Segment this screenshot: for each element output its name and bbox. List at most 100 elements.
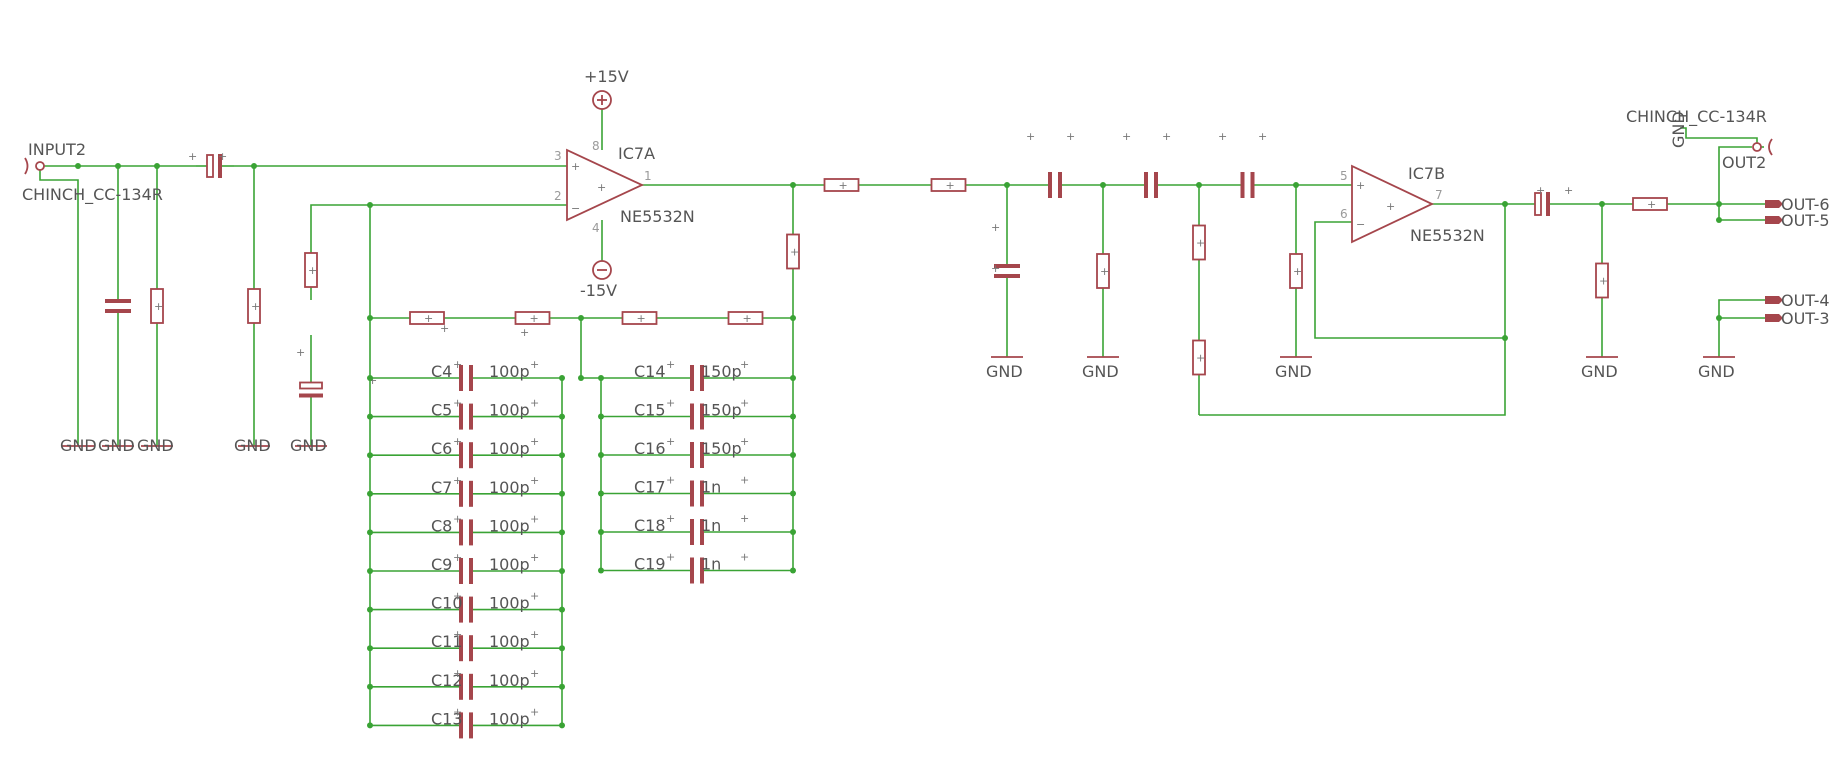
wire xyxy=(1718,299,1765,357)
gnd-label: GND xyxy=(290,436,327,455)
polarity-mark: + xyxy=(368,374,377,387)
polarity-mark: + xyxy=(453,358,462,371)
r15-resistor xyxy=(1595,262,1609,299)
cap-bank-left-name: C9 xyxy=(431,555,452,574)
ic7b-inv-mark: − xyxy=(1356,218,1365,231)
junction-dot xyxy=(559,568,565,574)
cap-bank-right-value: 150p xyxy=(701,362,742,381)
junction-dot xyxy=(1100,182,1106,188)
junction-dot xyxy=(367,645,373,652)
polarity-mark: + xyxy=(1258,130,1267,143)
polarity-mark: + xyxy=(1647,198,1656,211)
junction-dot xyxy=(790,315,796,321)
c1-plate xyxy=(105,299,131,303)
junction-dot xyxy=(367,683,373,690)
junction-dot xyxy=(559,452,565,459)
out-port-connector xyxy=(1765,296,1783,304)
polarity-mark: + xyxy=(666,551,675,564)
ic7a-pin2: 2 xyxy=(554,189,562,203)
r2-resistor xyxy=(247,288,261,324)
out-port-label: OUT-3 xyxy=(1781,309,1830,328)
polarity-mark: + xyxy=(1293,265,1302,278)
cap-bank-left-value: 100p xyxy=(489,362,530,381)
cap-bank-right-5-plate xyxy=(690,557,694,584)
cap-bank-left-2-plate xyxy=(459,442,463,469)
gnd-label: GND xyxy=(986,362,1023,381)
wire xyxy=(39,170,79,446)
junction-dot xyxy=(1196,182,1202,188)
junction-dot xyxy=(1716,201,1722,207)
junction-dot xyxy=(790,567,796,574)
output-jack-icon xyxy=(1768,138,1773,156)
polarity-mark: + xyxy=(991,221,1000,234)
ic7a-value: NE5532N xyxy=(620,207,695,226)
r11-resistor xyxy=(1096,253,1110,289)
cap-bank-left-4-plate xyxy=(459,519,463,546)
polarity-mark: + xyxy=(1536,184,1545,197)
junction-dot xyxy=(578,315,584,321)
cap-bank-right-name: C18 xyxy=(634,516,666,535)
out-port-connector xyxy=(1765,216,1783,224)
polarity-mark: + xyxy=(530,312,539,325)
cap-bank-left-0-plate xyxy=(469,365,473,391)
junctions xyxy=(75,163,1722,729)
r14-resistor xyxy=(1289,253,1303,289)
output-connector-value: CHINCH_CC-134R xyxy=(1626,107,1767,127)
cap-bank-left-3-plate xyxy=(469,480,473,507)
polarity-mark: + xyxy=(1026,130,1035,143)
junction-dot xyxy=(790,452,796,458)
polarity-mark: + xyxy=(453,474,462,487)
polarity-mark: + xyxy=(1196,237,1205,250)
ic7a-noninv-mark: + xyxy=(571,160,580,173)
junction-dot xyxy=(1599,201,1605,207)
polarity-mark: + xyxy=(740,512,749,525)
junction-dot xyxy=(559,722,565,729)
junction-dot xyxy=(598,413,604,420)
cap-bank-right-4-plate xyxy=(700,519,704,545)
polarity-mark: + xyxy=(790,246,799,259)
polarity-mark: + xyxy=(453,397,462,410)
junction-dot xyxy=(154,163,160,169)
ic7a-pin3: 3 xyxy=(554,149,562,163)
junction-dot xyxy=(115,163,121,169)
cap-bank-right-name: C16 xyxy=(634,439,666,458)
r1-resistor xyxy=(150,288,164,324)
polarity-mark: + xyxy=(520,326,529,339)
cap-bank-right-3-plate xyxy=(700,480,704,507)
ic7a-opamp-triangle xyxy=(566,148,645,222)
polarity-mark: + xyxy=(666,358,675,371)
polarity-mark: + xyxy=(530,667,539,680)
polarity-mark: + xyxy=(453,551,462,564)
wire xyxy=(1199,204,1506,416)
out-port-connector xyxy=(1765,200,1783,208)
cap-bank-right-4-plate xyxy=(690,519,694,545)
polarity-mark: + xyxy=(637,312,646,325)
polarity-mark: + xyxy=(530,512,539,525)
c23-plate xyxy=(1240,172,1245,198)
c3-plate xyxy=(299,393,323,398)
polarity-mark: + xyxy=(296,346,305,359)
cap-bank-left-1-plate xyxy=(459,403,463,430)
cap-bank-left-value: 100p xyxy=(489,709,530,728)
cap-bank-left-name: C11 xyxy=(431,632,463,651)
cap-bank-left-value: 100p xyxy=(489,632,530,651)
polarity-mark: + xyxy=(251,300,260,313)
gnd-label: GND xyxy=(60,436,97,455)
polarity-mark: + xyxy=(453,435,462,448)
cap-bank-right-value: 1n xyxy=(701,555,721,574)
c21-plate xyxy=(1048,172,1052,198)
junction-dot xyxy=(559,413,565,420)
cap-bank-right-value: 150p xyxy=(701,439,742,458)
cap-bank-left-7-plate xyxy=(459,635,463,662)
cap-bank-right-name: C14 xyxy=(634,362,666,381)
junction-dot xyxy=(367,315,373,321)
r5-resistor xyxy=(514,311,551,325)
polarity-mark: + xyxy=(1122,130,1131,143)
polarity-mark: + xyxy=(991,262,1000,275)
polarity-mark: + xyxy=(530,358,539,371)
c20-plate xyxy=(994,264,1020,268)
junction-dot xyxy=(367,490,373,497)
polarity-mark: + xyxy=(440,322,449,335)
vneg-supply-icon xyxy=(592,260,612,280)
cap-bank-left-value: 100p xyxy=(489,439,530,458)
